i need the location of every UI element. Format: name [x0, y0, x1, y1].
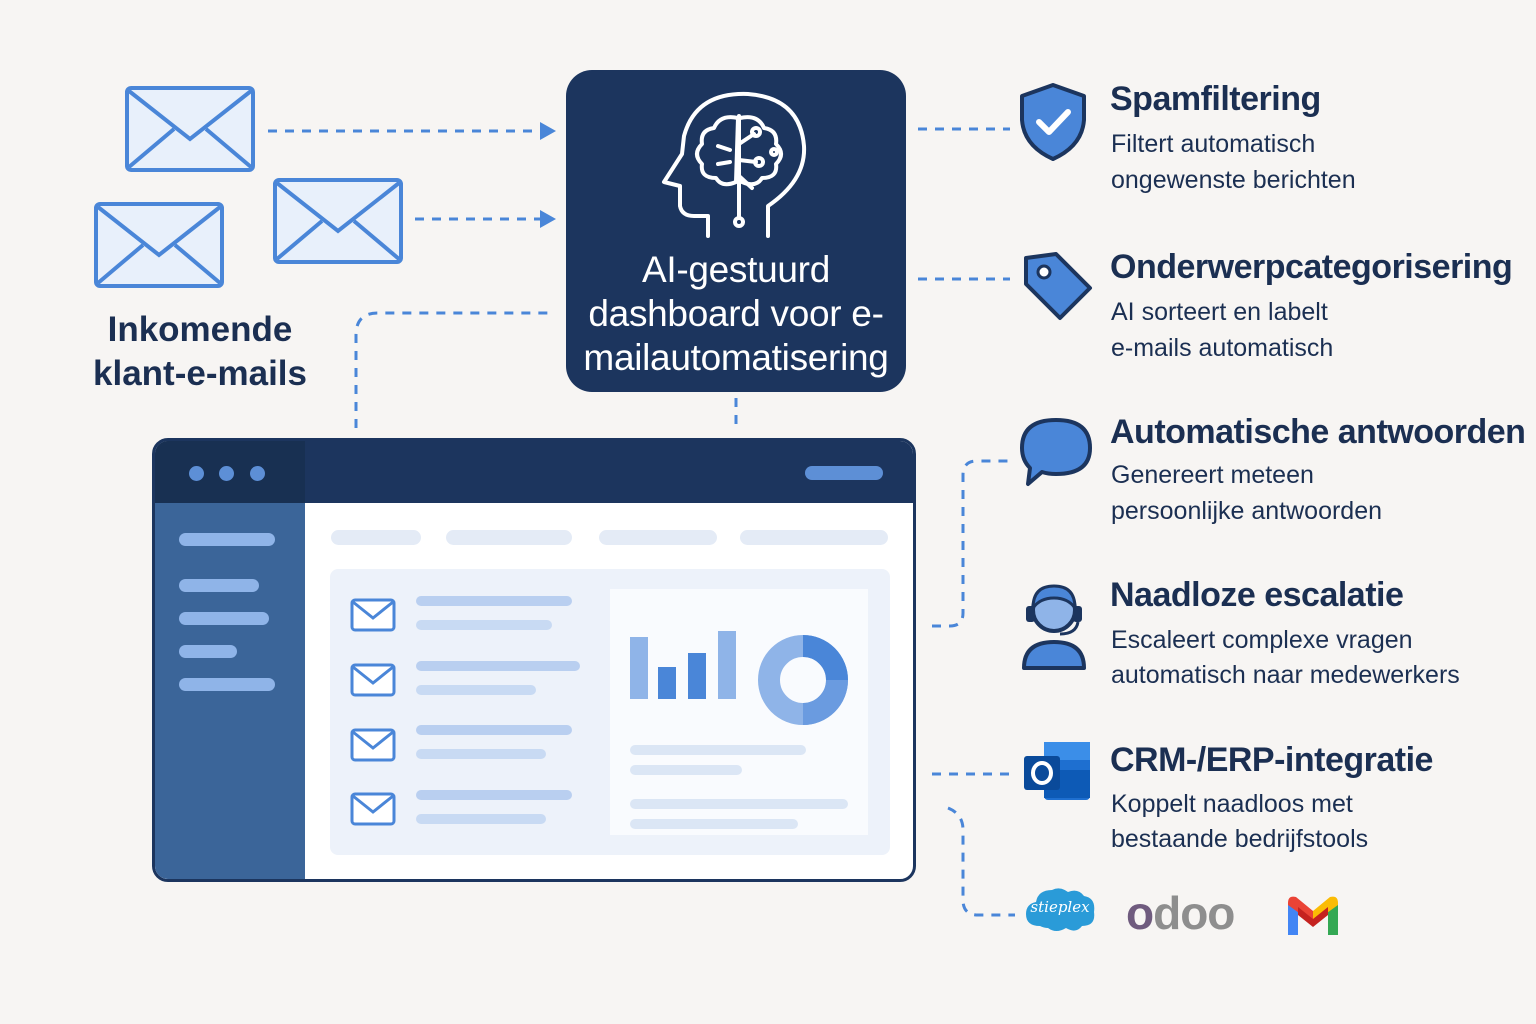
feature-desc-escalation: Escaleert complexe vragen	[1111, 626, 1413, 654]
sidebar-item	[179, 579, 259, 592]
chat-bubble-icon	[1020, 418, 1092, 486]
feature-desc-integration: bestaande bedrijfstools	[1111, 825, 1369, 853]
window-dot	[219, 466, 234, 481]
envelope-icon	[94, 202, 224, 288]
tab-placeholder	[331, 530, 421, 545]
feature-title-categorization: Onderwerpcategorisering	[1110, 248, 1513, 286]
feature-title-spam: Spamfiltering	[1110, 80, 1321, 118]
sidebar-item	[179, 533, 275, 546]
feature-desc-integration: Koppelt naadloos met	[1111, 790, 1353, 818]
window-pill	[805, 466, 883, 480]
support-agent-icon	[1022, 584, 1086, 670]
sidebar-item	[179, 645, 237, 658]
content-panel	[330, 569, 890, 855]
feature-desc-auto-replies: persoonlijke antwoorden	[1111, 497, 1383, 525]
sidebar-item	[179, 678, 275, 691]
bar-chart-icon	[630, 631, 736, 699]
dashboard-window	[152, 438, 916, 882]
chart-card	[610, 589, 868, 835]
feature-desc-categorization: e-mails automatisch	[1111, 334, 1334, 362]
feature-desc-categorization: AI sorteert en labelt	[1111, 298, 1328, 326]
window-sidebar	[155, 503, 305, 879]
salesforce-logo-text: stieplex	[1030, 898, 1090, 916]
salesforce-logo	[1026, 888, 1095, 931]
arrow-head-icon	[540, 122, 556, 140]
feature-title-escalation: Naadloze escalatie	[1110, 576, 1404, 614]
tab-placeholder	[740, 530, 888, 545]
feature-desc-spam: Filtert automatisch	[1111, 130, 1316, 158]
shield-check-icon	[1020, 83, 1086, 161]
tag-icon	[1024, 252, 1092, 320]
envelope-icon	[273, 178, 403, 264]
envelope-icon	[125, 86, 255, 172]
tab-placeholder	[599, 530, 717, 545]
mail-row-icon	[350, 792, 396, 826]
window-dot	[189, 466, 204, 481]
mail-row-icon	[350, 598, 396, 632]
outlook-icon	[1024, 742, 1090, 800]
donut-chart-icon	[758, 635, 848, 725]
window-dot	[250, 466, 265, 481]
arrow-head-icon	[540, 210, 556, 228]
sidebar-item	[179, 612, 269, 625]
odoo-logo: odoo	[1126, 887, 1235, 939]
incoming-emails-label: Inkomende klant-e-mails	[93, 310, 307, 393]
ai-box-title: AI-gestuurd dashboard voor e-mailautomat…	[583, 249, 889, 378]
mail-row-icon	[350, 728, 396, 762]
feature-desc-auto-replies: Genereert meteen	[1111, 461, 1314, 489]
feature-title-integration: CRM-/ERP-integratie	[1110, 741, 1433, 779]
feature-desc-escalation: automatisch naar medewerkers	[1111, 661, 1460, 689]
mail-row-icon	[350, 663, 396, 697]
ai-dashboard-box: AI-gestuurd dashboard voor e-mailautomat…	[566, 70, 906, 392]
feature-title-auto-replies: Automatische antwoorden	[1110, 413, 1526, 451]
feature-desc-spam: ongewenste berichten	[1111, 166, 1356, 194]
gmail-icon	[1288, 896, 1338, 935]
tab-placeholder	[446, 530, 572, 545]
ai-brain-head-icon	[662, 91, 807, 238]
